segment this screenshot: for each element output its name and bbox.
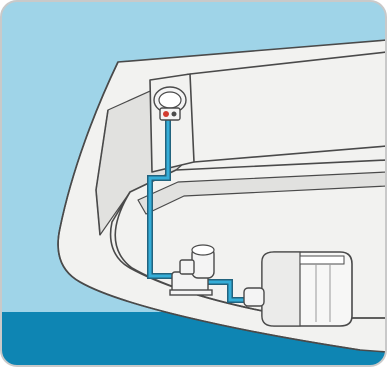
- boat-waste-system-diagram: [0, 0, 387, 367]
